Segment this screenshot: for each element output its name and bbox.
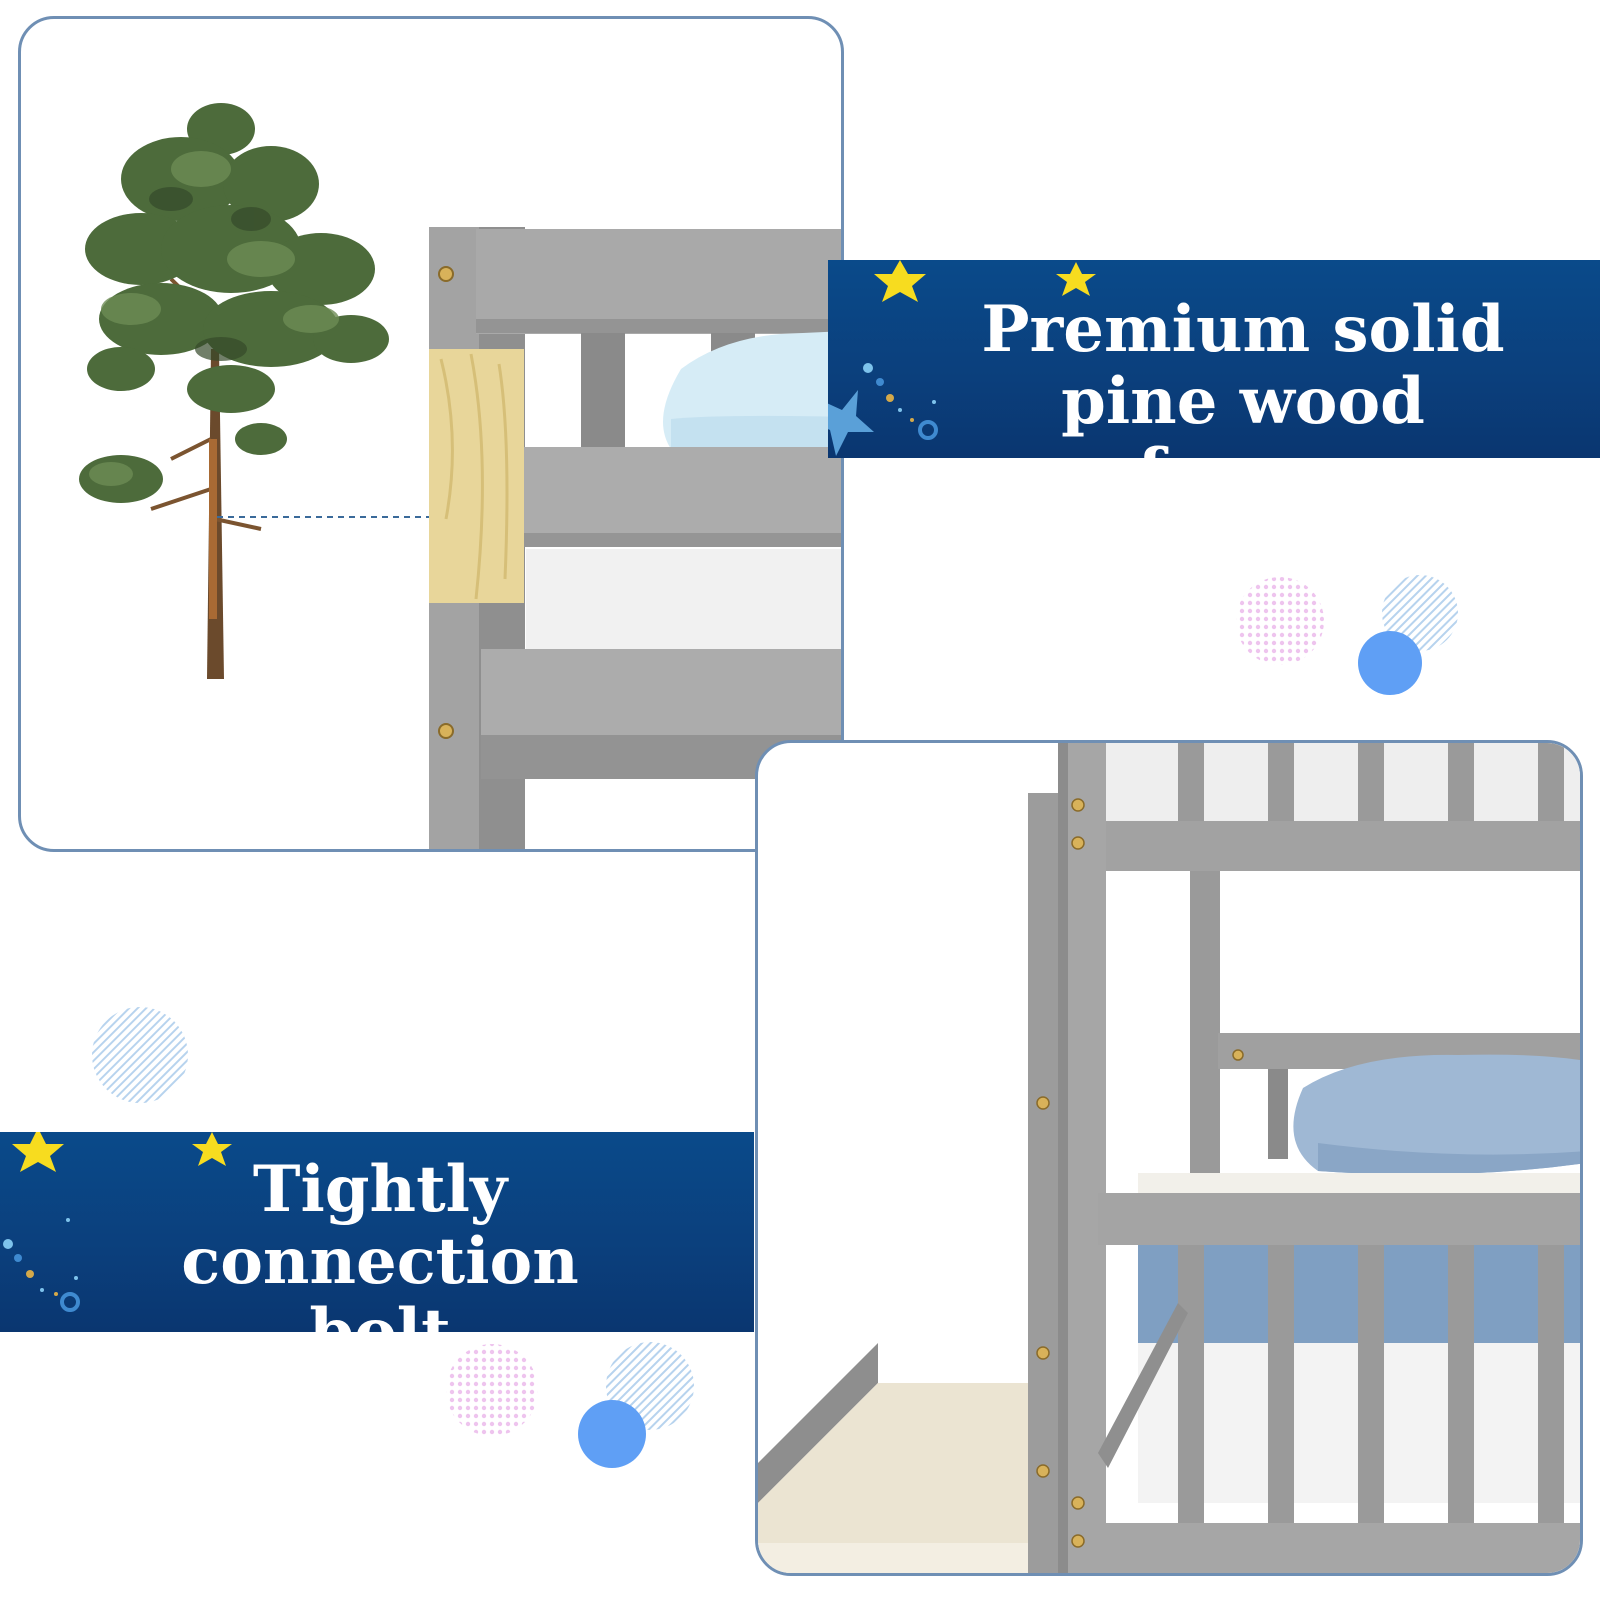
decorative-hatch-left <box>92 1007 188 1103</box>
bolt-icon <box>438 723 454 739</box>
bolt-icon <box>1071 836 1085 850</box>
blue-circle <box>578 1400 646 1468</box>
decorative-dots-top <box>1236 575 1458 695</box>
bolt-icon <box>1071 798 1085 812</box>
decorative-dots-bottom <box>446 1342 694 1468</box>
hatched-circle <box>1382 575 1458 651</box>
pink-dot-circle <box>1236 577 1324 665</box>
hatched-circle <box>92 1007 188 1103</box>
banner-decorations <box>3 1132 232 1312</box>
connection-bolt-panel <box>755 740 1583 1576</box>
star-icon <box>828 390 874 456</box>
pink-dot-circle <box>446 1344 538 1436</box>
banner-title-line1: Tightly <box>252 1152 508 1227</box>
banner-title-line2: pine wood frame <box>1061 363 1425 458</box>
banner-title-line2: connection bolt <box>181 1223 579 1332</box>
bolt-icon <box>438 266 454 282</box>
bolt-icon <box>1036 1096 1050 1110</box>
banner-decorations <box>828 260 1096 456</box>
feature-banner-pine: Premium solid pine wood frame <box>828 260 1600 458</box>
bolt-icon <box>1232 1049 1244 1061</box>
banner-title-line1: Premium solid <box>981 292 1505 367</box>
bunk-bed-illustration <box>758 743 1580 1573</box>
star-icon <box>192 1132 232 1166</box>
star-icon <box>874 260 926 302</box>
pine-tree <box>79 103 389 679</box>
bolt-icon <box>1071 1534 1085 1548</box>
star-icon <box>1056 262 1096 296</box>
bolt-icon <box>1036 1346 1050 1360</box>
pine-frame-illustration <box>79 103 841 849</box>
bolt-icon <box>1071 1496 1085 1510</box>
pine-wood-panel <box>18 16 844 852</box>
bolt-icon <box>1036 1464 1050 1478</box>
blue-circle <box>1358 631 1422 695</box>
star-icon <box>12 1132 64 1172</box>
feature-banner-bolt: Tightly connection bolt <box>0 1132 754 1332</box>
